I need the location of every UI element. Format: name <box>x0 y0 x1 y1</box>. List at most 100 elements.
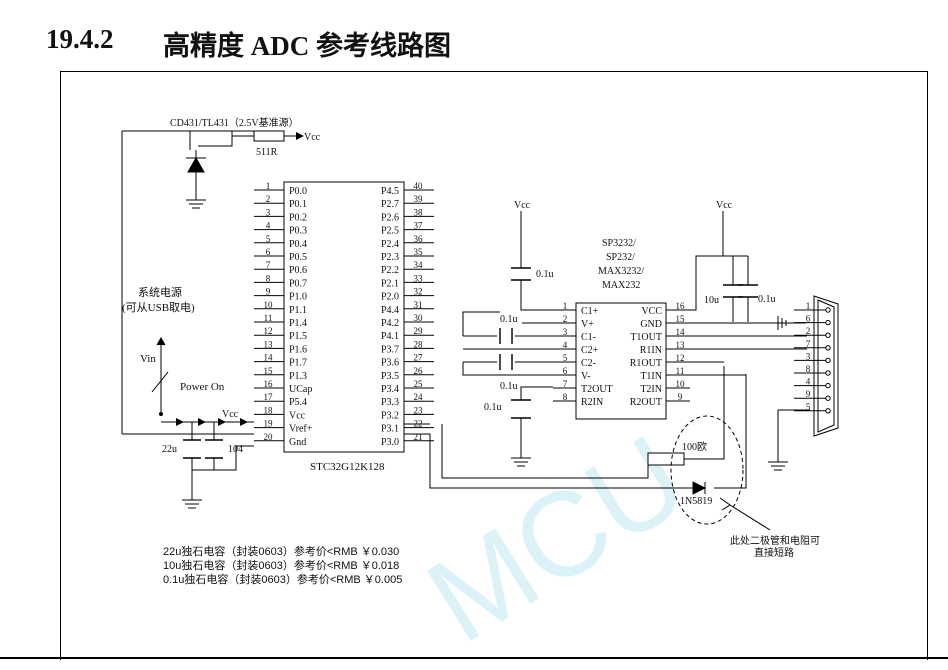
junction-dot <box>159 412 163 416</box>
capacitor-01u-right <box>738 284 758 298</box>
xcvr-pin-number: 6 <box>563 366 568 376</box>
capacitor-vcc-01u <box>511 267 531 281</box>
xcvr-pin-number: 13 <box>676 340 686 350</box>
mcu-pin-number: 32 <box>414 287 423 297</box>
mcu-pin-name: P2.2 <box>381 265 399 276</box>
mcu-pin-number: 34 <box>414 260 424 270</box>
xcvr-pin-name: C1- <box>581 332 596 343</box>
mcu-pin-name: P3.5 <box>381 371 399 382</box>
xcvr-pin-name: T1IN <box>640 371 662 382</box>
power-on-label: Power On <box>180 381 225 393</box>
mcu-pin-name: P4.1 <box>381 331 399 342</box>
capacitor-notes: 22u独石电容（封装0603）参考价<RMB ￥0.030 10u独石电容（封装… <box>163 545 402 587</box>
mcu-pin-name: P1.0 <box>289 292 307 303</box>
transceiver-name-2: SP232/ <box>606 252 635 263</box>
resistor-100-ohm <box>647 452 685 466</box>
mcu-pin-name: P2.5 <box>381 226 399 237</box>
mcu-pin-number: 37 <box>414 221 424 231</box>
mcu-pin-name: P0.2 <box>289 212 307 223</box>
mcu-pin-name: P4.2 <box>381 318 399 329</box>
schottky-diode-icon <box>692 481 707 495</box>
mcu-pin-name: P3.0 <box>381 437 399 448</box>
mcu-pin-number: 5 <box>266 234 271 244</box>
resistor-511r <box>253 130 285 142</box>
mcu-pin-number: 24 <box>414 392 424 402</box>
cap-01u-label-4: 0.1u <box>484 402 502 413</box>
db9-pin-dot <box>825 332 831 338</box>
xcvr-pin-number: 7 <box>563 379 568 389</box>
xcvr-pin-name: V+ <box>581 319 594 330</box>
mcu-pin-number: 21 <box>414 432 423 442</box>
mcu-pin-name: Vcc <box>289 410 306 421</box>
vcc-label-2: Vcc <box>222 409 239 420</box>
annotation-line-1: 此处二极管和电阻可 <box>730 534 820 547</box>
mcu-pin-name: P2.3 <box>381 252 399 263</box>
xcvr-pin-number: 8 <box>563 392 568 402</box>
mcu-pin-number: 20 <box>264 432 274 442</box>
mcu-pin-number: 13 <box>264 339 274 349</box>
annotation-line-2: 直接短路 <box>754 546 794 559</box>
mcu-pin-number: 36 <box>414 234 424 244</box>
mcu-pin-name: P1.5 <box>289 331 307 342</box>
mcu-name-label: STC32G12K128 <box>310 461 385 473</box>
db9-pin-number: 3 <box>806 351 811 361</box>
xcvr-pin-name: C2+ <box>581 345 599 356</box>
xcvr-pin-number: 12 <box>676 353 685 363</box>
mcu-pin-name: P3.2 <box>381 410 399 421</box>
transceiver-name-4: MAX232 <box>602 280 640 291</box>
xcvr-pin-name: T1OUT <box>630 332 662 343</box>
vcc-label: Vcc <box>304 132 321 143</box>
mcu-pin-name: P4.4 <box>381 305 399 316</box>
vin-arrow-icon <box>156 336 166 346</box>
db9-pin-dot <box>825 395 831 401</box>
xcvr-pin-name: GND <box>640 319 662 330</box>
vin-label: Vin <box>140 353 156 365</box>
mcu-pin-number: 40 <box>414 181 424 191</box>
section-title: 高精度 ADC 参考线路图 <box>163 31 451 61</box>
power-note-label: (可从USB取电) <box>122 301 195 314</box>
mcu-pin-name: P2.4 <box>381 239 399 250</box>
cap-01u-label-5: 0.1u <box>758 294 776 305</box>
zener-tl431-icon <box>187 156 205 173</box>
mcu-pin-number: 35 <box>414 247 424 257</box>
capacitor-104 <box>205 439 223 459</box>
mcu-pin-number: 10 <box>264 300 274 310</box>
dashed-highlight-ellipse <box>670 415 744 525</box>
mcu-pin-name: Vref+ <box>289 424 313 435</box>
mcu-pin-number: 1 <box>266 181 271 191</box>
mcu-pin-number: 27 <box>414 353 424 363</box>
xcvr-pin-name: R2IN <box>581 397 603 408</box>
diode-label: 1N5819 <box>680 496 712 507</box>
mcu-pin-number: 31 <box>414 300 423 310</box>
mcu-pin-number: 29 <box>414 326 424 336</box>
mcu-pin-number: 7 <box>266 260 271 270</box>
xcvr-pin-name: V- <box>581 371 591 382</box>
cap-01u-label-1: 0.1u <box>536 269 554 280</box>
mcu-pin-number: 22 <box>414 419 423 429</box>
mcu-pin-number: 30 <box>414 313 424 323</box>
mcu-pin-name: P1.6 <box>289 344 307 355</box>
annotation-arrow-icon <box>719 497 731 511</box>
xcvr-pin-number: 5 <box>563 353 568 363</box>
mcu-pin-name: P0.0 <box>289 186 307 197</box>
mcu-pin-name: P4.5 <box>381 186 399 197</box>
db9-pin-number: 4 <box>806 377 811 387</box>
db9-pin-dot <box>825 382 831 389</box>
mcu-pin-name: P0.6 <box>289 265 307 276</box>
mcu-pin-name: P0.5 <box>289 252 307 263</box>
bottom-rule <box>0 657 948 659</box>
db9-pin-dot <box>825 307 831 313</box>
db9-pin-dot <box>825 345 831 351</box>
mcu-pin-number: 12 <box>264 326 273 336</box>
mcu-pin-number: 17 <box>264 392 274 402</box>
mcu-pin-number: 39 <box>414 194 424 204</box>
transceiver-name-3: MAX3232/ <box>598 266 644 277</box>
mcu-pin-name: P3.7 <box>381 344 399 355</box>
xcvr-pin-number: 9 <box>678 392 683 402</box>
capacitor-22u <box>183 439 201 459</box>
cap-10u-label: 10u <box>704 295 719 306</box>
db9-pin-number: 5 <box>806 402 811 412</box>
capacitor-vminus-01u <box>511 399 531 419</box>
